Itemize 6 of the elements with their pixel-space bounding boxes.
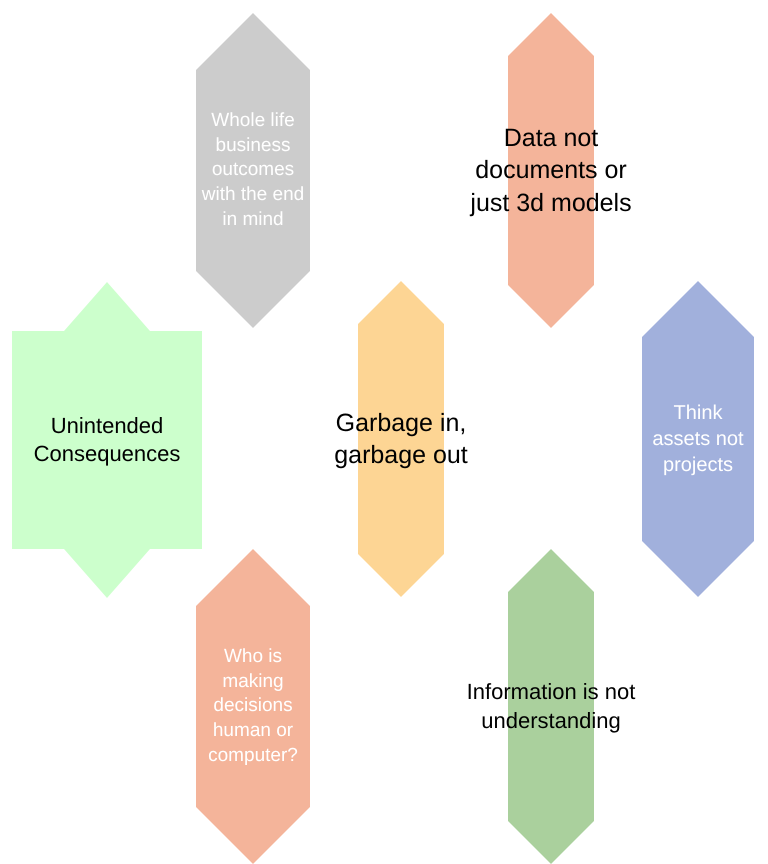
shape-label: Garbage in, garbage out [333,408,469,471]
shape-label: Who is making decisions human or computer? [207,645,299,768]
shape-label: Data not documents or just 3d models [468,122,633,218]
shape-label: Unintended Consequences [32,412,182,468]
shape-label: Think assets not projects [651,401,745,478]
shape-label: Information is not understanding [466,678,636,735]
